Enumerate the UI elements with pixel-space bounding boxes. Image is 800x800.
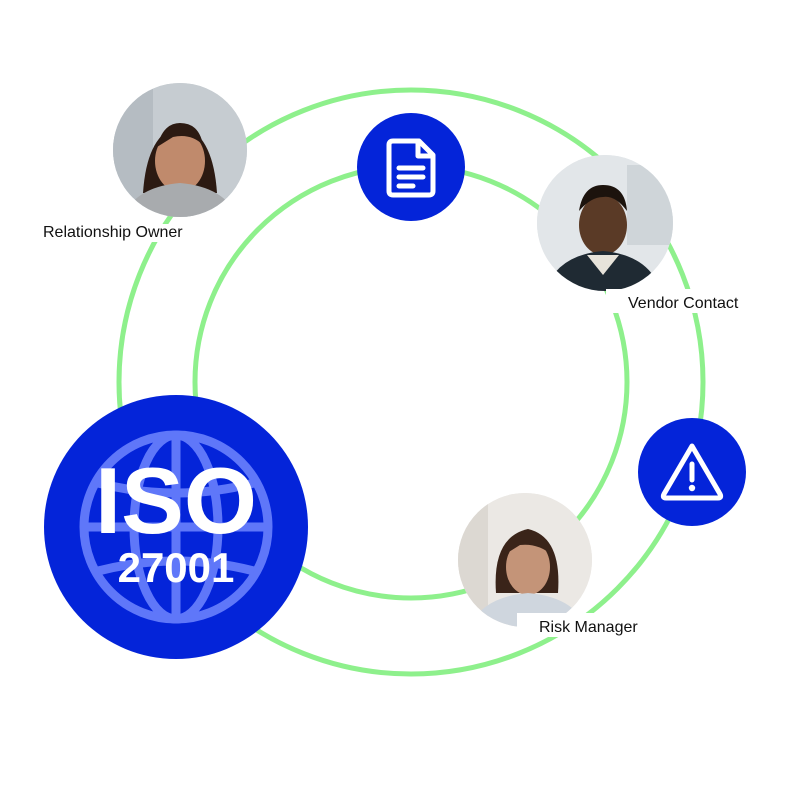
document-icon bbox=[357, 113, 465, 221]
iso-badge: ISO 27001 bbox=[44, 395, 308, 659]
iso-number: 27001 bbox=[44, 545, 308, 591]
relationship-owner-label: Relationship Owner bbox=[43, 224, 183, 242]
person-avatar bbox=[537, 155, 673, 291]
warning-icon bbox=[638, 418, 746, 526]
document-node bbox=[357, 113, 465, 221]
vendor-contact-label: Vendor Contact bbox=[606, 289, 738, 313]
person-portrait bbox=[113, 83, 247, 217]
person-avatar bbox=[113, 83, 247, 217]
person-portrait bbox=[537, 155, 673, 291]
warning-node bbox=[638, 418, 746, 526]
person-portrait bbox=[458, 493, 592, 627]
person-avatar bbox=[458, 493, 592, 627]
risk-manager-label: Risk Manager bbox=[517, 613, 638, 637]
iso-title: ISO bbox=[44, 451, 308, 551]
